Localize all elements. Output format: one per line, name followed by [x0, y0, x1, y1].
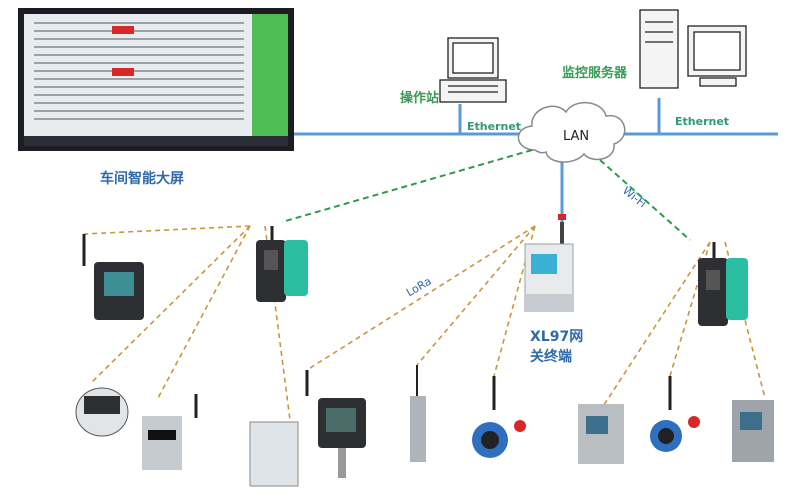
wifi-links — [281, 149, 691, 241]
big-screen-label: 车间智能大屏 — [100, 171, 184, 187]
lora-gateway-icon — [256, 226, 308, 302]
network-links — [292, 98, 778, 242]
ethernet-right-label: Ethernet — [675, 115, 730, 128]
screen-icon — [18, 8, 294, 151]
lora-links — [83, 225, 766, 421]
cloud-icon — [517, 102, 626, 163]
operator-station-label: 操作站 — [400, 91, 440, 106]
wifi-gateway-icon — [698, 242, 748, 326]
workstation-icon — [439, 37, 507, 103]
gateway-label-line2: 关终端 — [530, 349, 572, 365]
ethernet-left-label: Ethernet — [467, 120, 522, 133]
gateway-terminal-label: XL97网 关终端 — [530, 327, 583, 367]
monitoring-server-label: 监控服务器 — [562, 66, 628, 81]
lan-label: LAN — [563, 129, 590, 144]
server-icon — [639, 9, 747, 89]
gateway-label-line1: XL97网 — [530, 329, 584, 345]
gateway-terminal-icon — [524, 214, 574, 312]
sensor-icon — [75, 234, 774, 487]
